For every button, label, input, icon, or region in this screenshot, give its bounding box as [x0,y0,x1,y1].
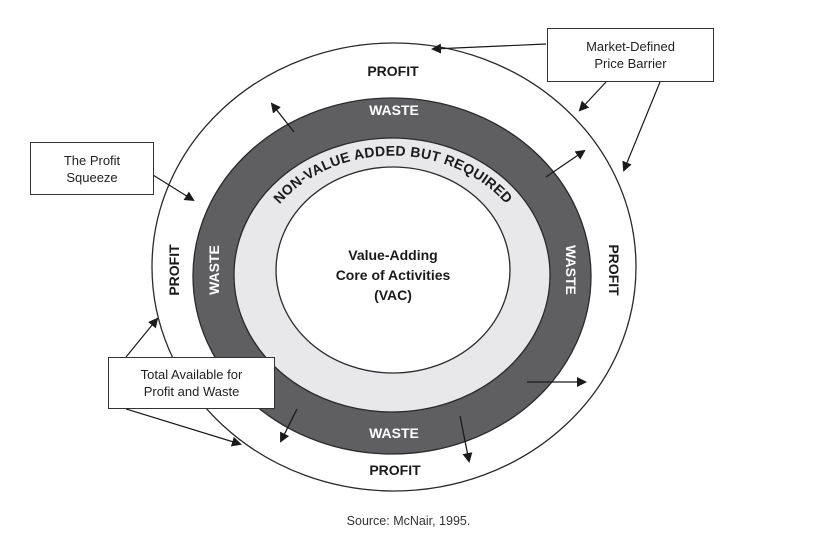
leader-total-available-up [125,317,159,358]
arrow-waste-top-right [545,149,586,178]
arrow-waste-top-left [270,102,295,133]
waste-label-left: WASTE [206,245,222,295]
arrow-waste-bottom-right [459,415,473,463]
callout-total-available-line-2: Profit and Waste [143,384,240,399]
callout-total-available-line-1: Total Available for [140,367,243,382]
callout-total-available: Total Available for Profit and Waste [108,357,275,409]
leader-price-barrier-top [431,43,547,54]
callout-price-barrier-line-2: Price Barrier [594,56,667,71]
callout-profit-squeeze: The Profit Squeeze [30,142,154,195]
leader-price-barrier-mid [578,81,607,112]
vac-line-1: Value-Adding [348,247,437,263]
leader-price-barrier-right [622,81,661,172]
waste-label-top: WASTE [369,102,419,118]
leader-profit-squeeze [152,174,195,202]
arrow-waste-bottom-left [280,408,298,443]
profit-label-right: PROFIT [606,244,622,296]
profit-label-top: PROFIT [367,63,419,79]
vac-line-2: Core of Activities [336,267,451,283]
waste-label-right: WASTE [563,245,579,295]
source-caption: Source: McNair, 1995. [346,514,471,528]
vac-line-3: (VAC) [374,287,412,303]
callout-price-barrier-line-1: Market-Defined [586,39,675,54]
vac-core [275,166,511,374]
profit-label-bottom: PROFIT [369,462,421,478]
profit-label-left: PROFIT [166,244,182,296]
leader-total-available-down [125,408,242,447]
callout-profit-squeeze-line-2: Squeeze [66,169,118,185]
callout-profit-squeeze-line-1: The Profit [63,152,121,168]
waste-label-bottom: WASTE [369,425,419,441]
callout-price-barrier: Market-Defined Price Barrier [547,28,714,82]
